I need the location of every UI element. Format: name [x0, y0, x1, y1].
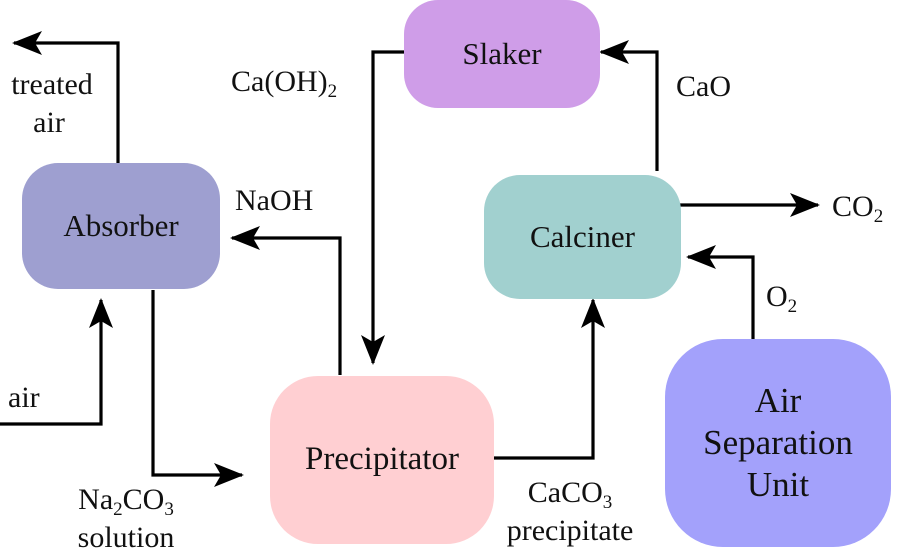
label-solution: solution: [77, 521, 175, 554]
node-calciner-label: Calciner: [529, 219, 635, 255]
node-absorber-label: Absorber: [63, 208, 179, 244]
label-na2co3-sub1: 2: [113, 499, 123, 520]
label-caco3-precipitate: CaCO3 precipitate: [496, 478, 644, 546]
label-caco3-a: CaCO: [527, 476, 603, 509]
node-slaker-label: Slaker: [462, 36, 542, 72]
edge-naoh: [230, 226, 342, 375]
label-co2-main: CO: [832, 190, 874, 223]
label-co2-sub: 2: [873, 206, 884, 227]
label-air-in-text: air: [8, 381, 40, 414]
label-na2co3-solution: Na2CO3 solution: [58, 485, 194, 553]
label-na2co3-sub2: 3: [164, 499, 174, 520]
node-absorber: Absorber: [22, 163, 220, 289]
label-caco3-sub: 3: [602, 492, 613, 513]
node-precipitator: Precipitator: [270, 376, 494, 544]
node-air-separation-unit: Air Separation Unit: [665, 339, 891, 547]
asu-label-line2: Separation: [703, 423, 853, 462]
label-precipitate: precipitate: [506, 514, 634, 547]
label-air-in: air: [8, 383, 40, 413]
label-caoh2: Ca(OH)2: [231, 65, 337, 102]
label-caoh2-main: Ca(OH): [231, 65, 328, 98]
edge-cao: [599, 40, 659, 171]
label-treated-air-2: air: [33, 106, 65, 139]
label-treated: treated: [11, 68, 93, 101]
asu-label-line3: Unit: [746, 465, 810, 504]
label-caoh2-sub: 2: [327, 81, 338, 102]
edge-caoh2: [361, 50, 405, 365]
label-na2co3-a: Na: [78, 483, 114, 516]
label-caco3: CaCO3: [496, 476, 644, 513]
label-o2: O2: [766, 280, 797, 317]
edge-treated-air: [12, 31, 120, 164]
edge-air-in: [0, 298, 113, 426]
edge-o2: [686, 245, 755, 340]
label-cao-text: CaO: [676, 70, 731, 103]
edge-na2co3: [151, 290, 244, 487]
label-o2-sub: 2: [787, 296, 798, 317]
node-calciner: Calciner: [484, 175, 681, 299]
label-o2-main: O: [766, 280, 788, 313]
label-na2co3-b: CO: [122, 483, 165, 516]
label-treated-air: treated air: [0, 70, 104, 138]
label-na2co3: Na2CO3: [58, 483, 194, 520]
label-naoh: NaOH: [235, 186, 313, 216]
label-naoh-text: NaOH: [235, 184, 314, 217]
node-precipitator-label: Precipitator: [305, 441, 459, 478]
node-slaker: Slaker: [404, 0, 600, 108]
asu-label-line1: Air: [754, 381, 802, 420]
label-cao: CaO: [676, 72, 731, 102]
label-co2: CO2: [832, 190, 883, 227]
edge-caco3: [492, 298, 605, 460]
